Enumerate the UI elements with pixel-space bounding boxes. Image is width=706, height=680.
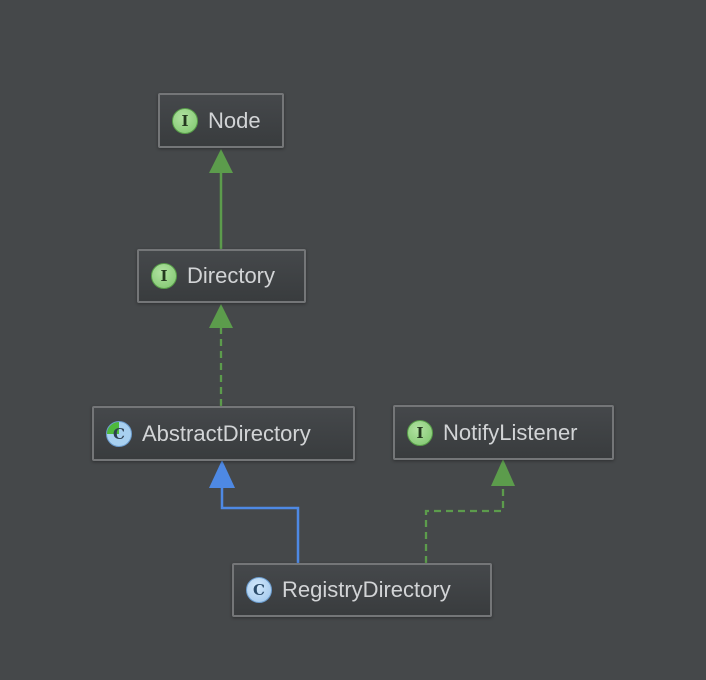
node-label: Node [208, 107, 261, 133]
arrowhead [209, 149, 233, 173]
interface-icon: I [151, 263, 177, 289]
node-label: Directory [187, 263, 276, 288]
node-box-notifylistener[interactable]: I NotifyListener [393, 405, 614, 460]
arrowhead [491, 459, 515, 486]
abstract-class-icon: C [106, 420, 132, 447]
edge-line [220, 487, 300, 563]
interface-icon: I [172, 107, 198, 134]
interface-icon: I [407, 419, 433, 446]
class-icon: C [246, 577, 272, 603]
edge-registrydirectory-extends-abstractdirectory[interactable] [209, 460, 300, 563]
node-label: AbstractDirectory [142, 420, 311, 446]
node-label: RegistryDirectory [282, 577, 451, 602]
node-box-node[interactable]: I Node [158, 93, 284, 148]
edge-abstractdirectory-implements-directory[interactable] [209, 304, 233, 406]
node-box-directory[interactable]: I Directory [137, 249, 306, 303]
node-label: NotifyListener [443, 419, 578, 445]
edge-directory-extends-node[interactable] [209, 149, 233, 249]
node-box-registrydirectory[interactable]: C RegistryDirectory [232, 563, 492, 617]
edge-registrydirectory-implements-notifylistener[interactable] [424, 459, 515, 563]
arrowhead [209, 304, 233, 328]
node-box-abstractdirectory[interactable]: C AbstractDirectory [92, 406, 355, 461]
arrowhead [209, 460, 235, 488]
edge-line [424, 485, 505, 563]
